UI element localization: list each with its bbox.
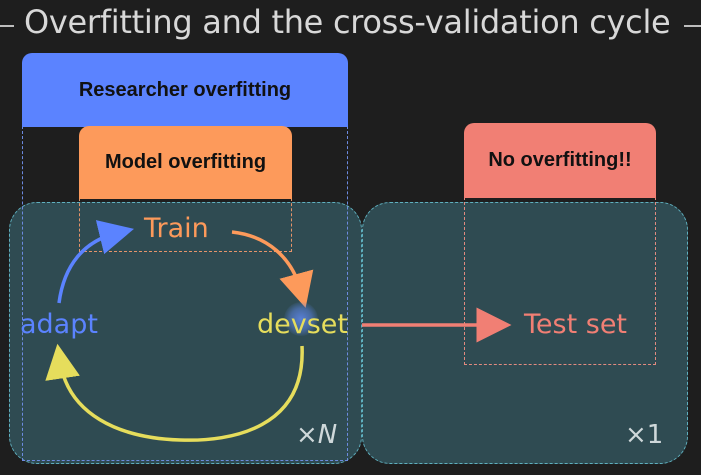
devset-to-adapt-arrow xyxy=(45,343,304,442)
times-symbol: × xyxy=(625,420,647,450)
repeat-count: N xyxy=(317,420,338,450)
no-overfitting-tab: No overfitting!! xyxy=(464,123,656,198)
title-rule-left xyxy=(0,25,14,27)
model-overfitting-tab: Model overfitting xyxy=(79,126,292,199)
times-symbol: × xyxy=(296,420,318,450)
title-rule-right xyxy=(684,25,701,27)
test-panel xyxy=(362,202,688,464)
train-label: Train xyxy=(144,213,209,244)
test-set-label: Test set xyxy=(524,309,628,340)
repeat-once-label: ×1 xyxy=(625,420,663,450)
model-overfitting-frame xyxy=(79,198,292,252)
train-to-devset-arrow xyxy=(231,230,314,308)
repeat-n-times-label: ×N xyxy=(296,420,337,450)
devset-label: devset xyxy=(257,309,348,340)
no-overfitting-frame xyxy=(464,197,656,365)
pointer-cursor-icon xyxy=(284,302,318,336)
slide-title: Overfitting and the cross-validation cyc… xyxy=(24,3,671,41)
researcher-overfitting-frame xyxy=(22,126,348,461)
adapt-to-train-arrow xyxy=(57,220,135,304)
researcher-overfitting-tab: Researcher overfitting xyxy=(22,53,348,127)
adapt-label: adapt xyxy=(20,309,98,340)
repeat-count: 1 xyxy=(646,420,664,450)
